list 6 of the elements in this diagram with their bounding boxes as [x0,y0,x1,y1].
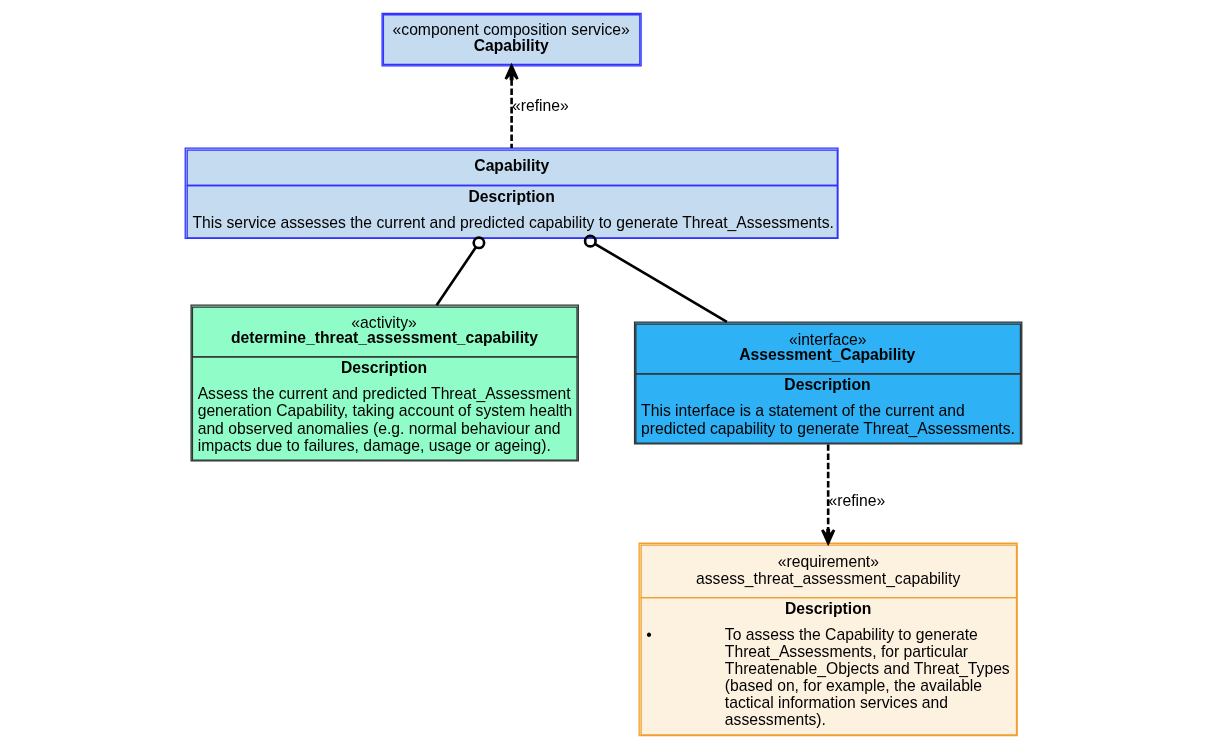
connector [435,236,486,306]
arrow [820,444,836,545]
edge-label: «refine» [828,492,886,510]
edge-label: «refine» [512,97,569,115]
arrow [504,64,519,149]
connector [583,234,728,323]
